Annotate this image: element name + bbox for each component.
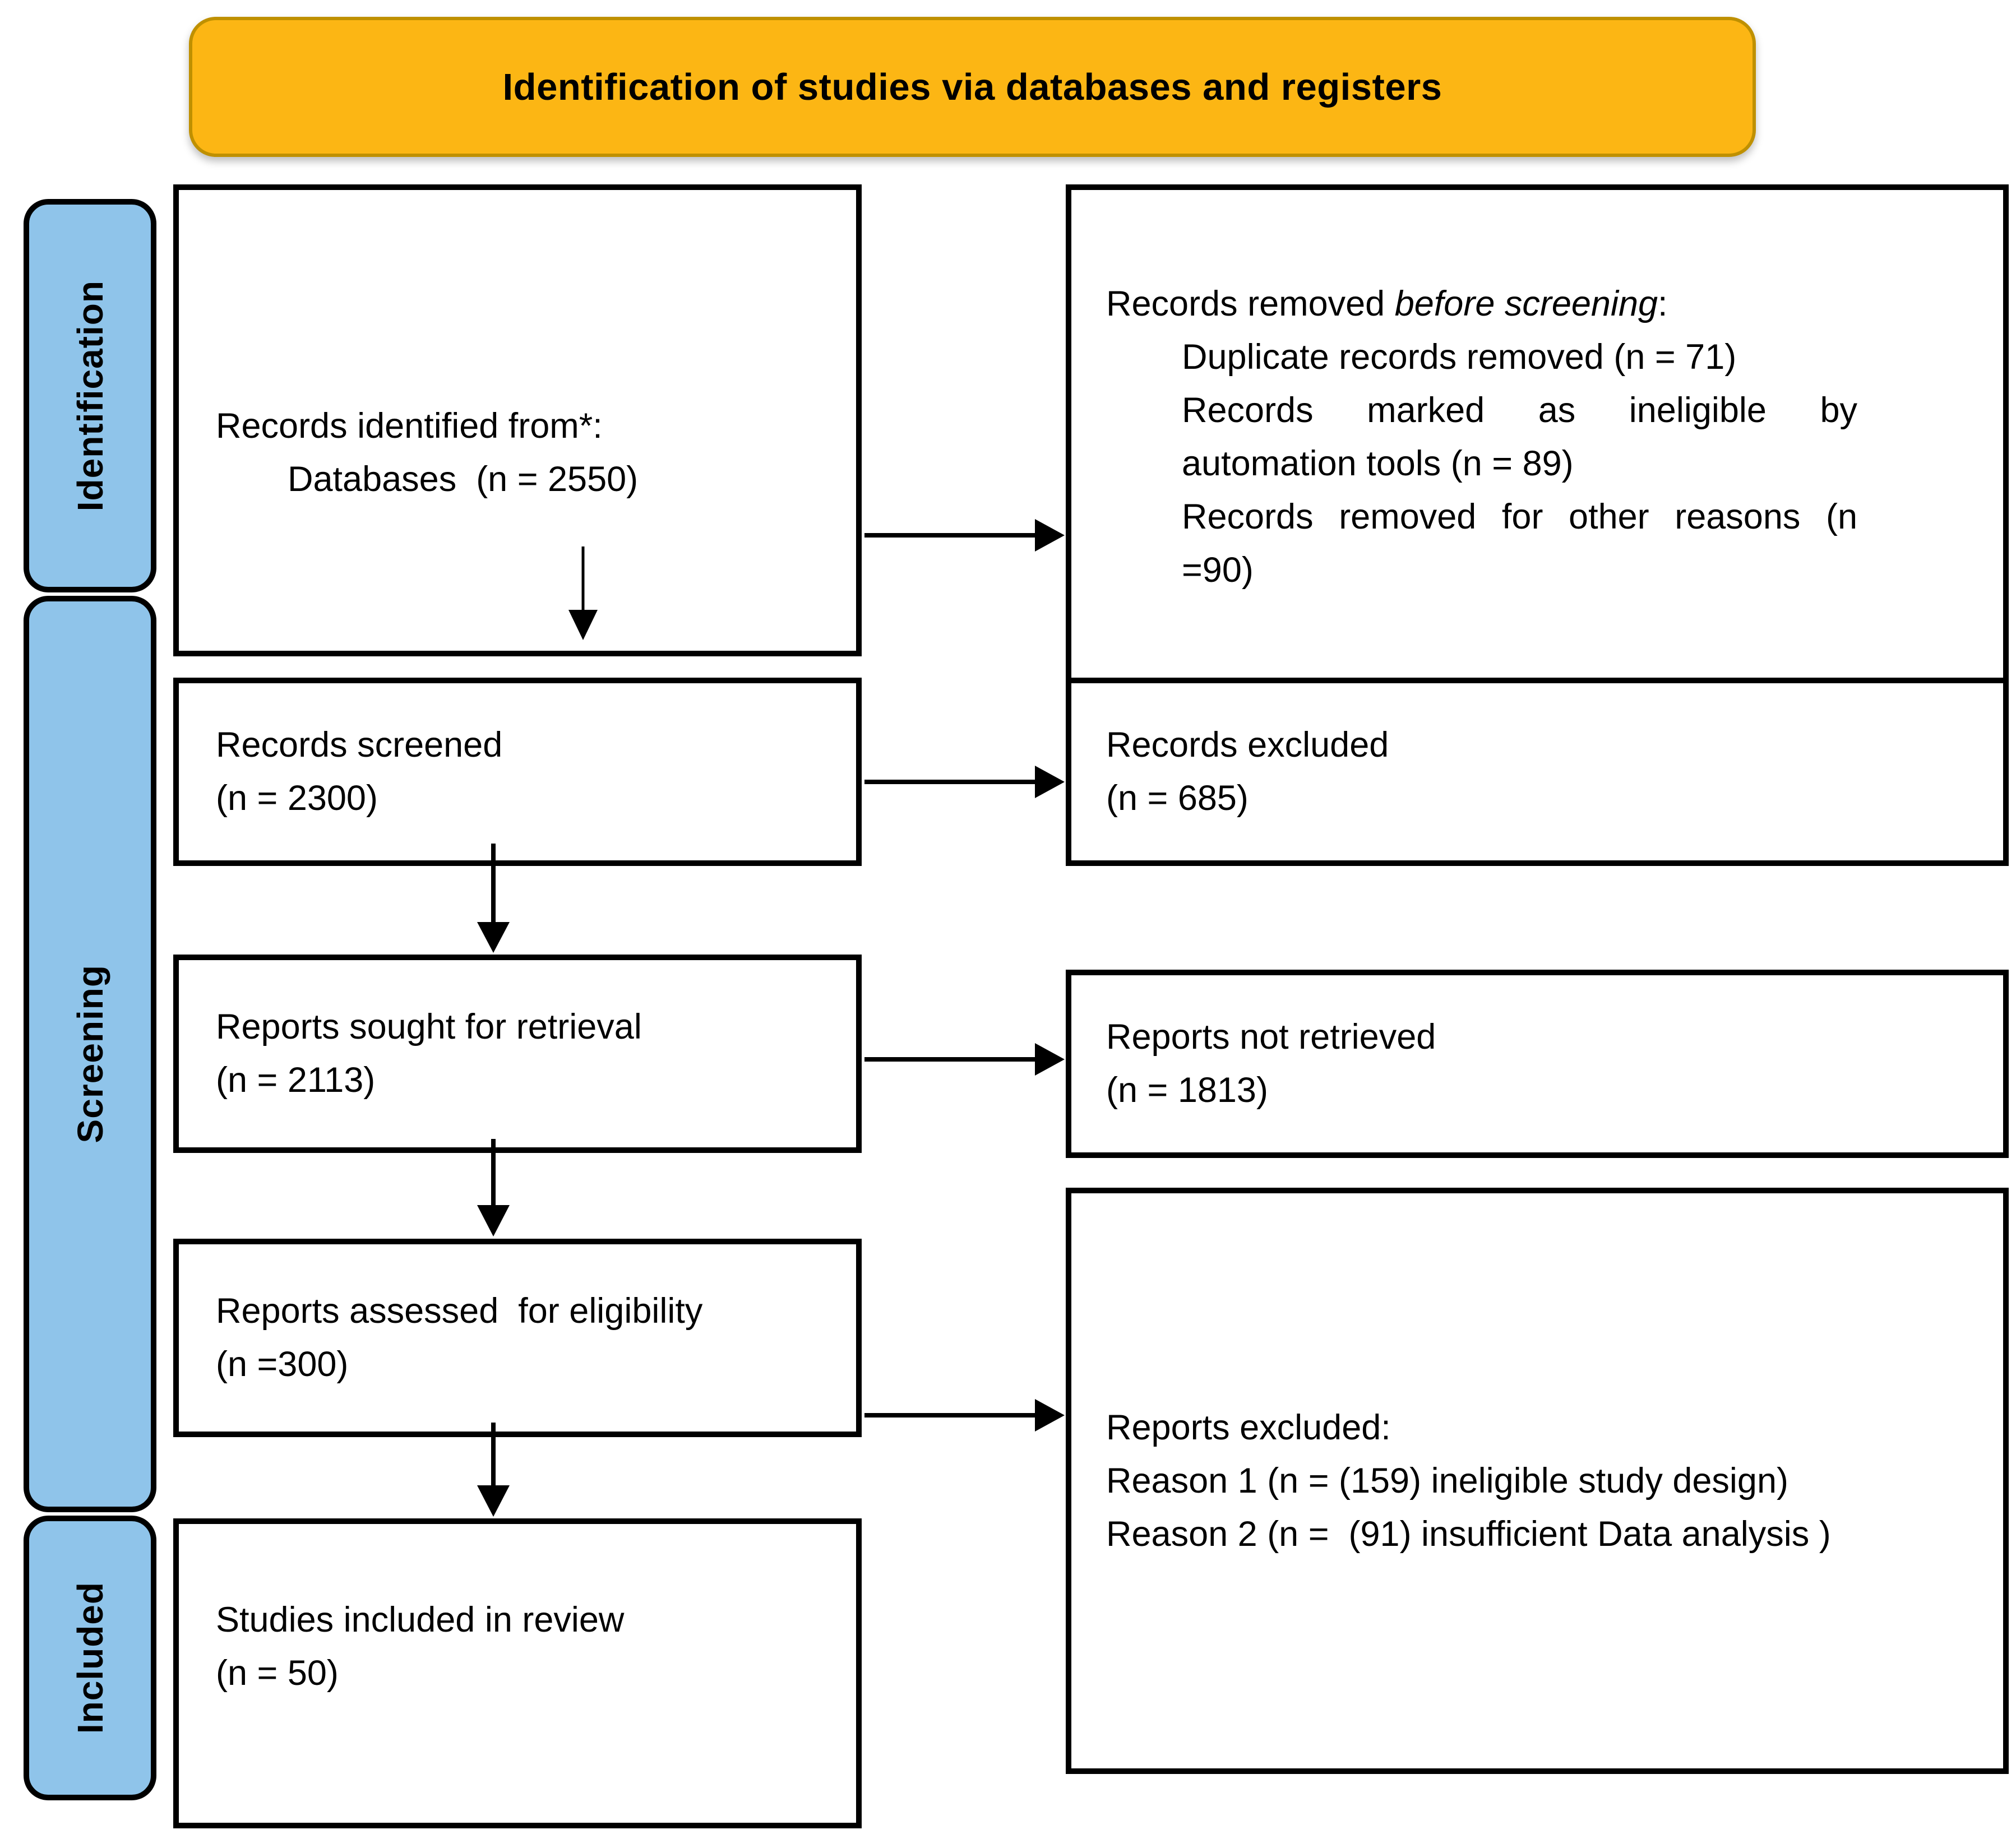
reports-not-retrieved-line2: (n = 1813) <box>1106 1071 1268 1110</box>
box-records-identified: Records identified from*: Databases (n =… <box>173 184 862 656</box>
box-reports-sought: Reports sought for retrieval (n = 2113) <box>173 955 862 1153</box>
arrow-assessed-to-reports-excluded <box>864 1399 1065 1432</box>
records-identified-line1: Records identified from*: <box>216 406 603 446</box>
reports-assessed-line1: Reports assessed for eligibility <box>216 1291 703 1331</box>
box-reports-assessed: Reports assessed for eligibility (n =300… <box>173 1239 862 1437</box>
box-reports-excluded: Reports excluded: Reason 1 (n = (159) in… <box>1066 1188 2009 1774</box>
box-reports-not-retrieved: Reports not retrieved (n = 1813) <box>1066 970 2009 1158</box>
stage-bar-identification: Identification <box>24 199 156 592</box>
studies-included-line1: Studies included in review <box>216 1600 625 1639</box>
arrow-sought-to-not-retrieved <box>864 1043 1065 1076</box>
reports-not-retrieved-line1: Reports not retrieved <box>1106 1017 1436 1057</box>
reports-sought-line2: (n = 2113) <box>216 1060 376 1100</box>
box-studies-included: Studies included in review (n = 50) <box>173 1518 862 1828</box>
records-excluded-line1: Records excluded <box>1106 725 1389 765</box>
records-excluded-line2: (n = 685) <box>1106 779 1249 818</box>
records-removed-item-other: Records removed for other reasons (n =90… <box>1182 497 1867 590</box>
stage-bar-screening: Screening <box>24 596 156 1512</box>
records-removed-title: Records removed before screening: <box>1106 277 1978 331</box>
box-records-screened: Records screened (n = 2300) <box>173 678 862 866</box>
stage-label-included: Included <box>70 1582 110 1734</box>
reports-sought-line1: Reports sought for retrieval <box>216 1007 642 1046</box>
stage-label-identification: Identification <box>70 280 110 512</box>
reports-assessed-line2: (n =300) <box>216 1345 349 1384</box>
box-records-excluded: Records excluded (n = 685) <box>1066 678 2009 866</box>
stage-label-screening: Screening <box>70 965 110 1143</box>
reports-excluded-title: Reports excluded: <box>1106 1407 1391 1447</box>
diagram-title: Identification of studies via databases … <box>502 66 1442 108</box>
stage-bar-included: Included <box>24 1516 156 1800</box>
records-removed-title-italic: before screening <box>1394 284 1658 323</box>
records-screened-line2: (n = 2300) <box>216 779 378 818</box>
records-removed-title-suffix: : <box>1658 284 1668 323</box>
records-removed-item-duplicates: Duplicate records removed (n = 71) <box>1182 337 1737 377</box>
arrow-identified-to-removed <box>864 519 1065 552</box>
diagram-header-banner: Identification of studies via databases … <box>189 17 1756 157</box>
records-removed-item-automation: Records marked as ineligible by automati… <box>1182 390 1867 483</box>
records-identified-line2: Databases (n = 2550) <box>288 459 639 499</box>
arrow-sought-to-assessed <box>477 1139 510 1236</box>
reports-excluded-reason-2: Reason 2 (n = (91) insufficient Data ana… <box>1106 1514 1831 1554</box>
records-removed-title-prefix: Records removed <box>1106 284 1395 323</box>
reports-excluded-reason-1: Reason 1 (n = (159) ineligible study des… <box>1106 1461 1788 1500</box>
arrow-screened-to-excluded <box>864 766 1065 798</box>
studies-included-line2: (n = 50) <box>216 1653 339 1693</box>
box-records-removed: Records removed before screening: Duplic… <box>1066 184 2009 689</box>
records-screened-line1: Records screened <box>216 725 503 765</box>
